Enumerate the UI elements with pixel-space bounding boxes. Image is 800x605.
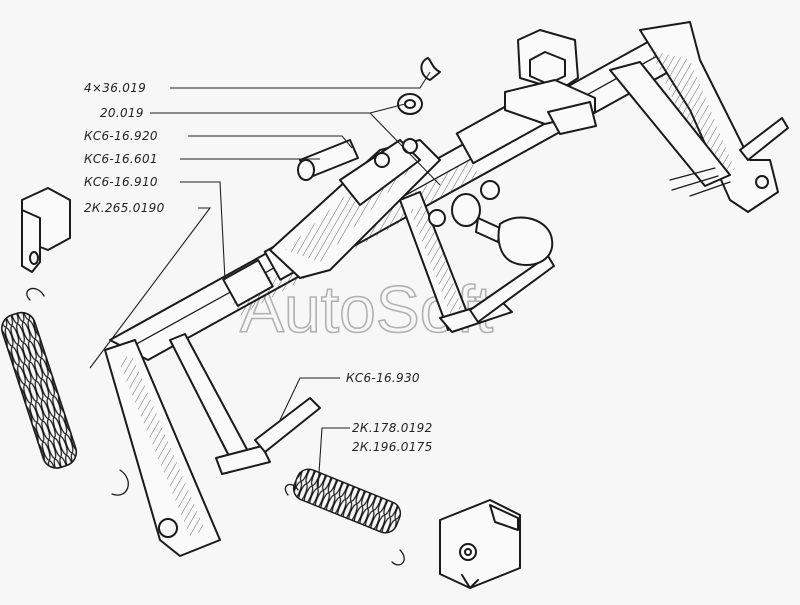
left-pedal-lever — [104, 333, 271, 557]
large-spring — [1, 287, 129, 496]
label-spring-small-a: 2К.178.0192 — [352, 421, 433, 435]
ball-joint — [451, 193, 554, 266]
small-clip-bracket — [21, 187, 71, 273]
mount-block — [439, 499, 521, 589]
center-lever-assembly — [269, 138, 441, 279]
leader-lines — [89, 71, 441, 489]
washer-part — [397, 93, 423, 115]
shaft-bracket — [504, 29, 597, 135]
part-labels: 4×36.019 20.019 КС6-16.920 КС6-16.601 КС… — [84, 81, 433, 454]
label-spring-large: 2К.265.0190 — [84, 201, 165, 215]
center-pedal-lever — [399, 180, 555, 333]
label-washer: 20.019 — [100, 106, 144, 120]
label-pedal-bracket: КС6-16.930 — [346, 371, 420, 385]
label-pin: КС6-16.920 — [84, 129, 158, 143]
label-lever-assembly: КС6-16.601 — [84, 152, 158, 166]
top-right-lever — [609, 21, 789, 213]
cotter-pin-part — [420, 57, 441, 81]
label-cotter-pin: 4×36.019 — [84, 81, 146, 95]
label-shaft: КС6-16.910 — [84, 175, 158, 189]
pedal-bracket-part — [254, 397, 321, 453]
label-spring-small-b: 2К.196.0175 — [352, 440, 433, 454]
small-spring — [284, 468, 405, 566]
pin-part — [297, 139, 359, 181]
